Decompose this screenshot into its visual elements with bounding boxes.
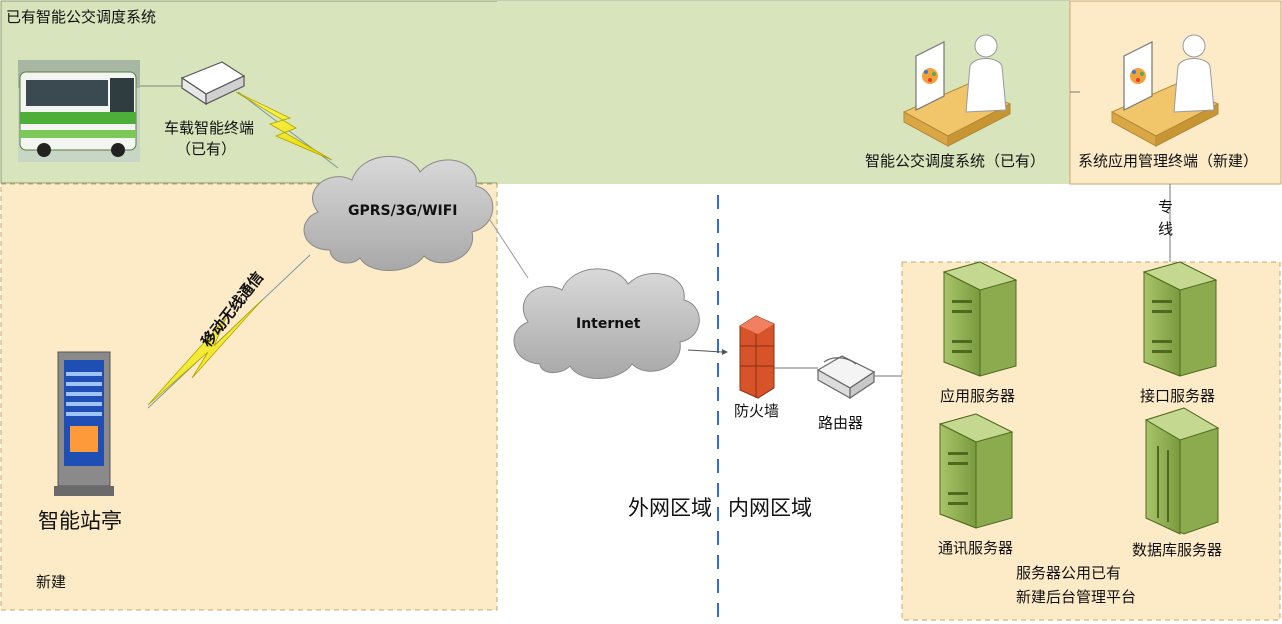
firewall-label: 防火墙 <box>734 402 780 420</box>
new-area-label: 新建 <box>36 573 67 591</box>
router-icon <box>816 355 876 400</box>
internet-cloud-icon <box>513 268 700 379</box>
zone-inner-label: 内网区域 <box>728 496 812 520</box>
interface-server-label: 接口服务器 <box>1140 387 1216 405</box>
server-note-line2: 新建后台管理平台 <box>1016 588 1137 606</box>
db-server-label: 数据库服务器 <box>1132 541 1223 559</box>
app-server-label: 应用服务器 <box>940 387 1016 405</box>
dispatch-workstation-icon <box>902 34 1012 147</box>
db-server-icon <box>1144 407 1220 535</box>
smart-stop-label: 智能站亭 <box>38 509 122 533</box>
bus-icon <box>18 60 140 162</box>
internet-cloud-label: Internet <box>576 316 641 332</box>
lightning-icon <box>235 91 333 161</box>
mgmt-workstation-icon <box>1110 34 1220 147</box>
interface-server-icon <box>1142 261 1218 377</box>
existing-system-title: 已有智能公交调度系统 <box>6 8 157 26</box>
dedicated-line-label: 专线 <box>1158 198 1174 238</box>
router-label: 路由器 <box>818 414 864 432</box>
router-device-icon <box>180 61 246 106</box>
smart-stop-kiosk-icon <box>54 351 114 496</box>
gprs-cloud-icon <box>303 155 494 271</box>
comm-server-icon <box>938 413 1014 529</box>
mgmt-terminal-label: 系统应用管理终端（新建） <box>1078 152 1259 170</box>
app-server-icon <box>942 261 1018 377</box>
server-note-line1: 服务器公用已有 <box>1016 564 1122 582</box>
comm-server-label: 通讯服务器 <box>938 539 1014 557</box>
vehicle-terminal-label: 车载智能终端 <box>164 119 255 137</box>
vehicle-terminal-existing-label: （已有） <box>176 140 237 158</box>
dispatch-system-label: 智能公交调度系统（已有） <box>865 152 1046 170</box>
firewall-icon <box>739 315 775 399</box>
gprs-cloud-label: GPRS/3G/WIFI <box>348 203 458 219</box>
wireless-lightning-icon <box>147 299 263 406</box>
zone-outer-label: 外网区域 <box>628 496 712 520</box>
